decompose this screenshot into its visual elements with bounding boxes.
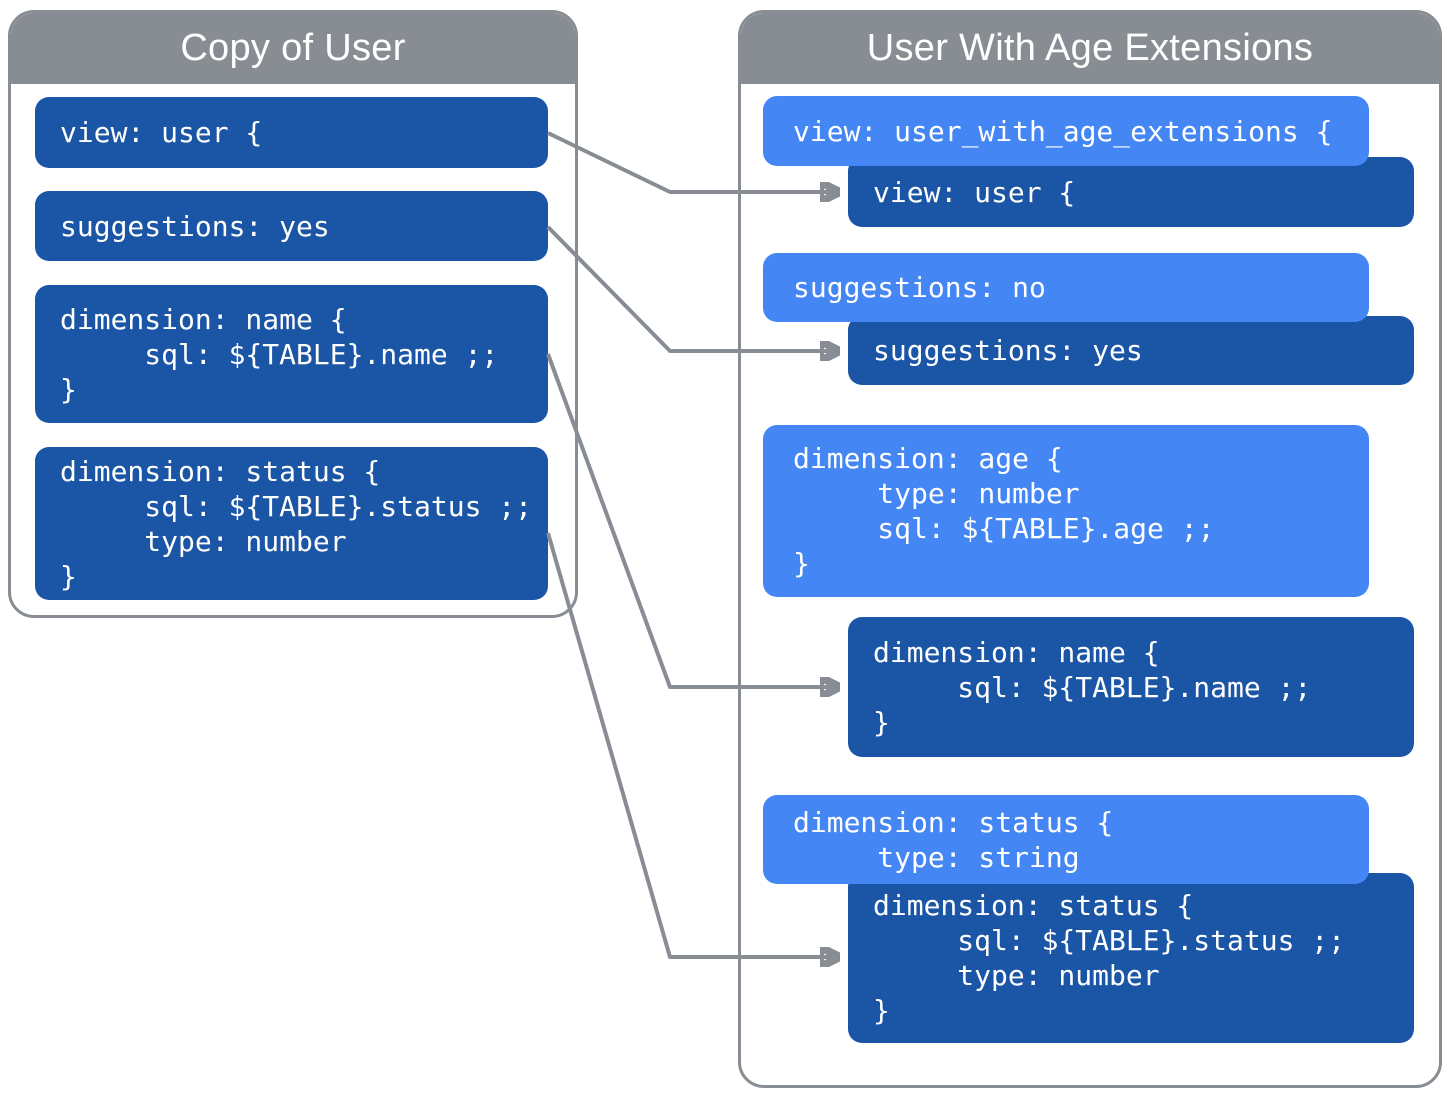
code-line: dimension: status { [793, 805, 1114, 839]
code-block-dimension-status-inherited: dimension: status { sql: ${TABLE}.status… [848, 873, 1414, 1043]
code-line: type: number [60, 524, 347, 558]
code-line: view: user { [60, 116, 263, 149]
code-block-dimension-name-inherited: dimension: name { sql: ${TABLE}.name ;; … [848, 617, 1414, 757]
code-line: view: user { [873, 175, 1076, 209]
code-line: } [793, 547, 810, 580]
code-block-view-user: view: user { [35, 97, 548, 168]
code-line: view: user_with_age_extensions { [793, 114, 1333, 148]
code-line: type: string [793, 840, 1080, 874]
code-line: suggestions: yes [873, 334, 1143, 367]
code-line: sql: ${TABLE}.age ;; [793, 512, 1215, 545]
code-line: dimension: status { [60, 454, 381, 488]
code-line: } [60, 372, 77, 406]
code-block-dimension-name: dimension: name { sql: ${TABLE}.name ;; … [35, 285, 548, 423]
code-line: } [873, 994, 890, 1027]
code-line: } [60, 559, 77, 593]
code-line: dimension: name { [60, 302, 347, 336]
code-block-suggestions-yes-inherited: suggestions: yes [848, 316, 1414, 385]
code-block-dimension-status-override: dimension: status { type: string [763, 795, 1369, 884]
code-line: sql: ${TABLE}.name ;; [873, 670, 1312, 704]
panel-title: Copy of User [180, 27, 406, 69]
code-line: type: number [793, 477, 1080, 510]
code-line: dimension: age { [793, 442, 1063, 475]
code-line: sql: ${TABLE}.name ;; [60, 337, 499, 371]
code-block-view-user-inherited: view: user { [848, 157, 1414, 227]
code-block-dimension-age: dimension: age { type: number sql: ${TAB… [763, 425, 1369, 597]
panel-user-with-age-extensions-header: User With Age Extensions [741, 13, 1439, 84]
panel-title: User With Age Extensions [866, 27, 1314, 69]
code-line: sql: ${TABLE}.status ;; [873, 924, 1346, 957]
code-line: type: number [873, 959, 1160, 992]
code-block-suggestions-yes: suggestions: yes [35, 191, 548, 261]
code-block-dimension-status: dimension: status { sql: ${TABLE}.status… [35, 447, 548, 600]
code-block-suggestions-no: suggestions: no [763, 253, 1369, 322]
code-line: dimension: status { [873, 889, 1194, 922]
code-line: suggestions: no [793, 271, 1046, 304]
code-block-view-user-with-age-extensions: view: user_with_age_extensions { [763, 96, 1369, 166]
code-line: } [873, 705, 890, 739]
code-line: sql: ${TABLE}.status ;; [60, 489, 533, 523]
code-line: dimension: name { [873, 635, 1160, 669]
code-line: suggestions: yes [60, 209, 330, 243]
panel-copy-of-user-header: Copy of User [11, 13, 575, 84]
